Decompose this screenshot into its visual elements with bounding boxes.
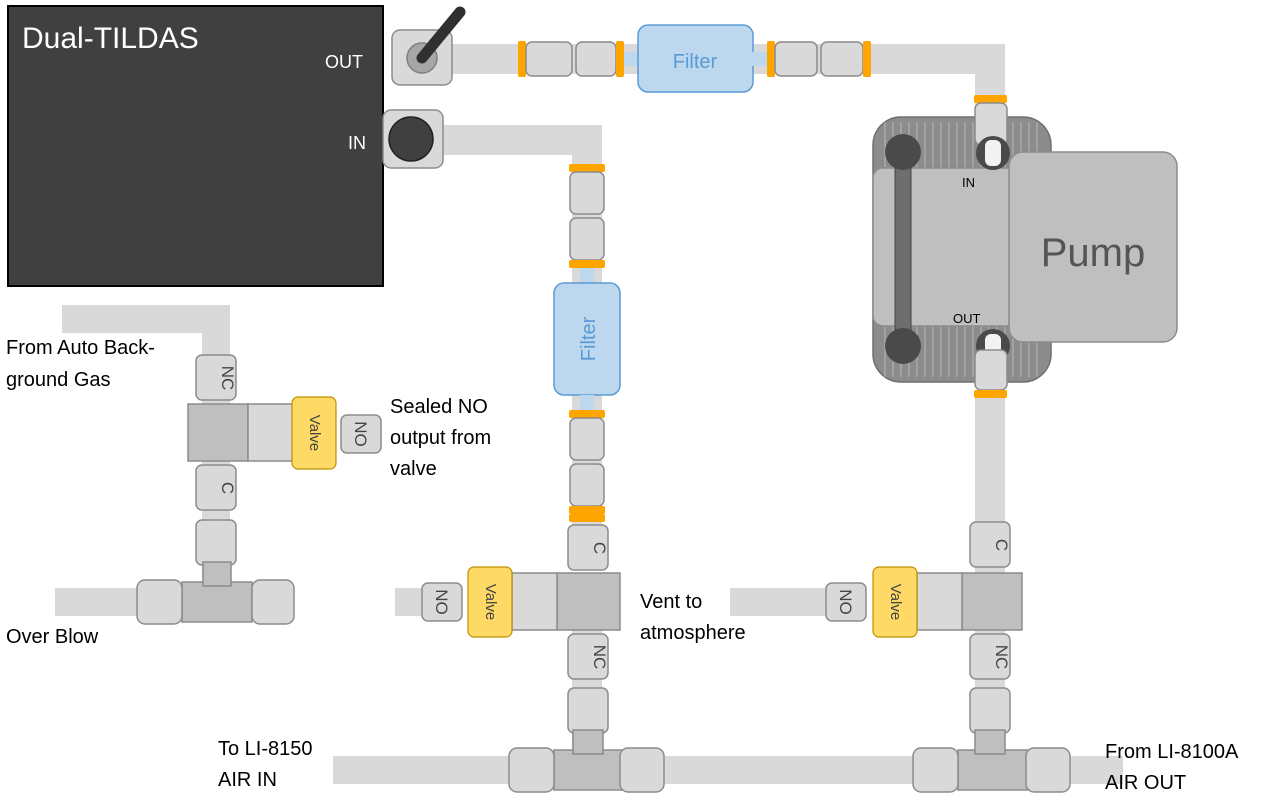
right-valve-label: Valve xyxy=(887,584,904,620)
left-valve-assembly: NC Valve NO C xyxy=(187,354,382,566)
instrument-title: Dual-TILDAS xyxy=(22,22,199,55)
right-tee-fitting xyxy=(912,729,1071,793)
annotation-labels: From Auto Back- ground Gas Sealed NO out… xyxy=(6,337,1239,794)
sealed-no-label-line3: valve xyxy=(390,458,437,480)
from-li8100a-label-line1: From LI-8100A xyxy=(1105,741,1239,763)
to-li8150-label-line1: To LI-8150 xyxy=(218,738,313,760)
center-valve-c-label: C xyxy=(590,542,609,554)
instrument-out-label: OUT xyxy=(325,52,363,72)
right-valve-c-label: C xyxy=(992,539,1011,551)
auto-background-label-line1: From Auto Back- xyxy=(6,337,155,359)
pump-in-label: IN xyxy=(962,175,975,190)
sealed-no-label-line2: output from xyxy=(390,427,491,449)
instrument-in-label: IN xyxy=(348,133,366,153)
instrument-in-port xyxy=(382,109,444,169)
sealed-no-label-line1: Sealed NO xyxy=(390,396,488,418)
right-valve-assembly: C Valve NO NC xyxy=(825,521,1023,734)
left-valve-c-label: C xyxy=(218,482,237,494)
vertical-filter-assembly: Filter xyxy=(553,164,621,514)
center-valve-assembly: C Valve NO NC xyxy=(421,514,621,734)
right-valve-no-label: NO xyxy=(836,589,855,615)
vent-label-line2: atmosphere xyxy=(640,622,746,644)
over-blow-label: Over Blow xyxy=(6,626,99,648)
left-valve-label: Valve xyxy=(306,415,323,451)
top-filter-label: Filter xyxy=(673,51,718,73)
pump-title: Pump xyxy=(1041,231,1146,275)
left-valve-no-label: NO xyxy=(351,421,370,447)
vent-label-line1: Vent to xyxy=(640,591,702,613)
instrument-out-valve[interactable] xyxy=(391,6,466,86)
auto-background-label-line2: ground Gas xyxy=(6,369,111,391)
center-valve-nc-label: NC xyxy=(590,645,609,670)
to-li8150-label-line2: AIR IN xyxy=(218,769,277,791)
from-li8100a-label-line2: AIR OUT xyxy=(1105,772,1186,794)
pump-out-label: OUT xyxy=(953,311,981,326)
left-valve-nc-label: NC xyxy=(218,366,237,391)
center-valve-no-label: NO xyxy=(432,589,451,615)
top-filter-assembly: Filter xyxy=(518,24,871,93)
pump: IN OUT Pump xyxy=(872,95,1178,398)
center-valve-label: Valve xyxy=(482,584,499,620)
dual-tildas-instrument: Dual-TILDAS OUT IN xyxy=(7,5,384,287)
left-tee-fitting xyxy=(136,561,295,625)
vertical-filter-label: Filter xyxy=(578,316,600,361)
center-tee-fitting xyxy=(508,729,665,793)
right-valve-nc-label: NC xyxy=(992,645,1011,670)
